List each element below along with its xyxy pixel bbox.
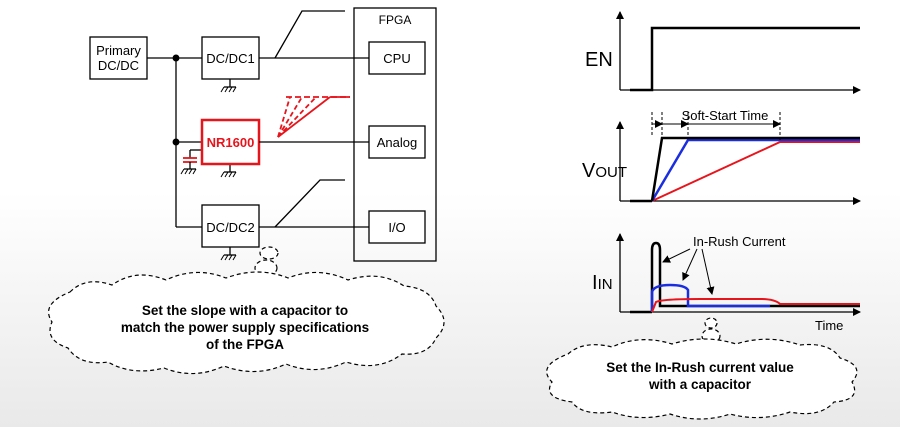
cpu-box [368,41,426,75]
iin-label-main: I [592,272,598,294]
iin-label: IIN [592,272,613,294]
vout-label: VOUT [582,160,627,182]
right-callout-line1: Set the In-Rush current value [606,360,794,375]
ground-symbol [220,247,237,261]
io-label: I/O [388,220,405,235]
left-callout-line1: Set the slope with a capacitor to [142,303,348,318]
junction-dot [172,138,180,146]
softstart-label: Soft-Start Time [682,108,769,123]
dcdc2-label: DC/DC2 [206,220,254,235]
inrush-label: In-Rush Current [693,234,786,249]
iin-plot [616,233,861,316]
junction-dot [172,54,180,62]
nr1600-label: NR1600 [207,135,255,150]
primary-label-line1: Primary [96,43,141,58]
cpu-label: CPU [383,51,410,66]
softstart-dimension [651,112,781,140]
fpga-box [353,7,437,262]
vout-label-sub: OUT [595,164,627,181]
dcdc1-ramp-symbol [274,10,345,59]
fpga-label: FPGA [379,13,412,27]
primary-dcdc-box [89,36,148,80]
right-callout-line2: with a capacitor [648,377,752,392]
iin-label-sub: IN [598,276,613,293]
time-label: Time [815,318,843,333]
iin-trace-red [651,298,860,313]
vout-trace-blue [650,138,860,202]
ground-symbol [220,164,237,178]
dcdc2-ramp-symbol [274,179,345,228]
vout-trace-red [651,141,860,202]
analog-label: Analog [377,135,417,150]
left-callout-cloud [48,246,445,375]
inrush-pointers [662,248,715,295]
en-trace [630,26,860,92]
right-callout-cloud [546,317,858,420]
iin-trace-black [650,241,860,312]
ground-symbol [220,79,237,93]
vout-label-main: V [582,160,596,182]
nr1600-box [200,118,261,166]
block-diagram [89,7,437,262]
dcdc1-label: DC/DC1 [206,51,254,66]
iin-trace-blue [650,283,770,312]
primary-label-line2: DC/DC [98,58,139,73]
vout-plot [616,112,861,205]
left-callout-line2: match the power supply specifications [121,320,369,335]
en-plot [616,11,861,94]
left-callout-line3: of the FPGA [206,337,284,352]
capacitor-symbol [180,149,202,175]
analog-box [368,125,426,159]
nr-softstart-ramps [277,96,350,138]
dcdc1-box [201,36,260,80]
io-box [368,210,426,244]
vout-trace-black [650,136,860,202]
en-label: EN [585,49,613,71]
